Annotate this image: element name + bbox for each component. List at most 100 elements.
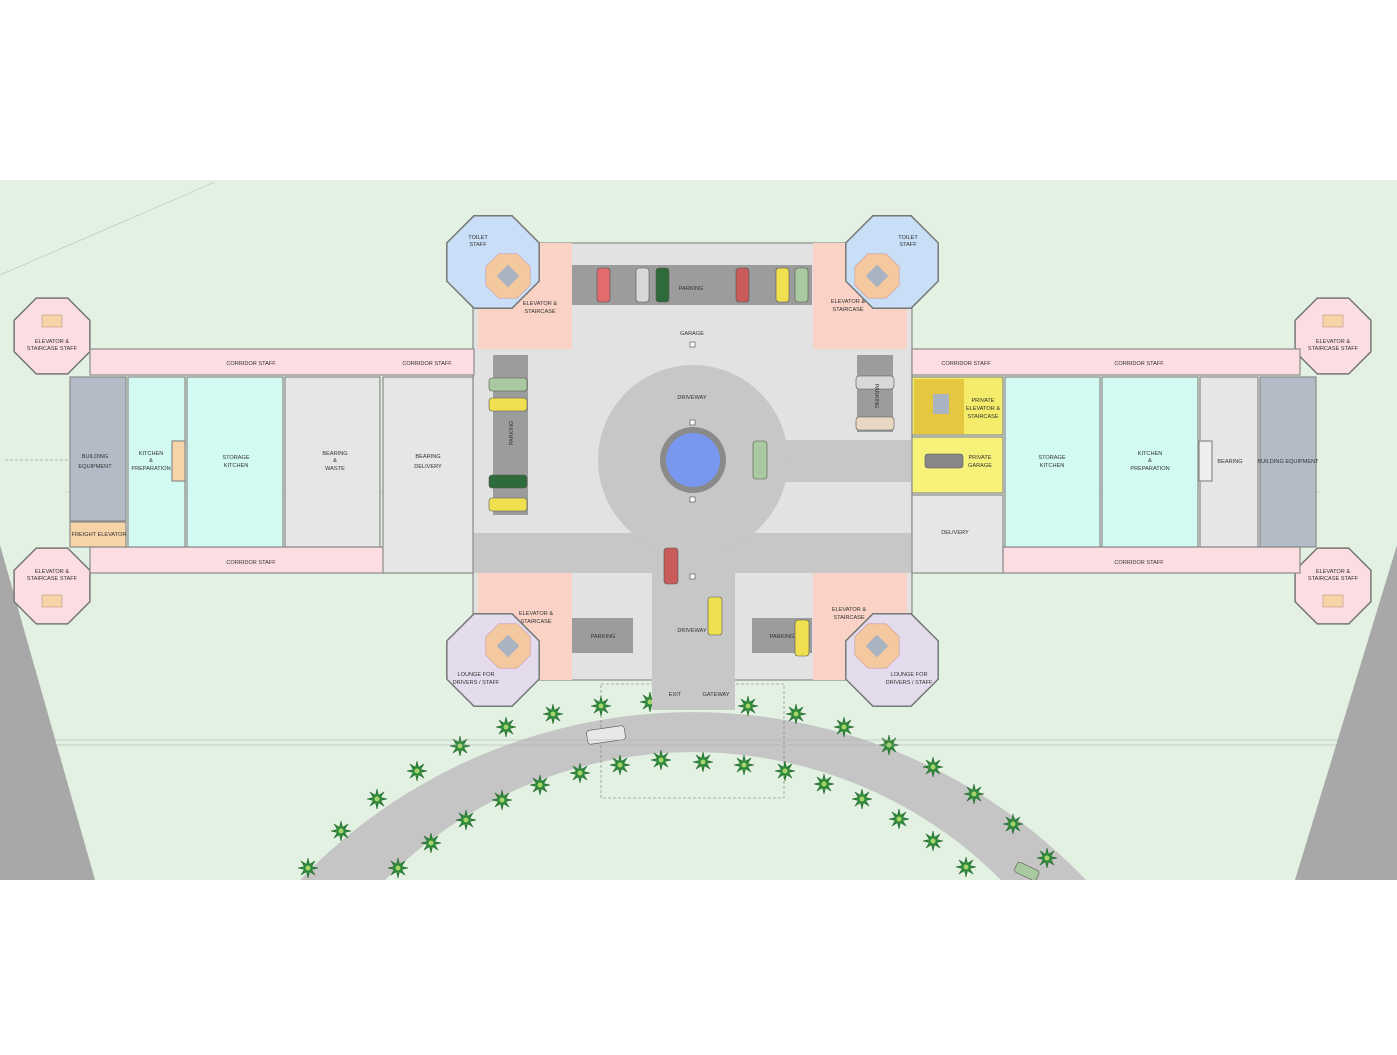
car-icon xyxy=(635,267,650,303)
label: DELIVERY xyxy=(941,530,969,536)
label: DRIVEWAY xyxy=(677,628,706,634)
tree-center xyxy=(782,768,788,774)
label: CORRIDOR STAFF xyxy=(1114,560,1164,566)
label: DRIVERS / STAFF xyxy=(886,680,933,686)
label: WASTE xyxy=(325,466,345,472)
tree-center xyxy=(428,840,434,846)
label: ELEVATOR & xyxy=(1316,569,1350,575)
label: ELEVATOR & xyxy=(831,299,865,305)
label: PREPARATION xyxy=(1130,466,1169,472)
road-vertical xyxy=(652,560,735,710)
tree-center xyxy=(745,703,751,709)
tree-center xyxy=(414,768,420,774)
label: BEARING xyxy=(322,451,347,457)
label: BUILDING EQUIPMENT xyxy=(1257,459,1319,465)
room-building-equipment-right xyxy=(1259,376,1317,548)
tree-center xyxy=(537,782,543,788)
label: BEARING xyxy=(1217,459,1242,465)
label: FREIGHT ELEVATOR xyxy=(72,532,127,538)
label: ELEVATOR & xyxy=(966,406,1000,412)
car-icon xyxy=(663,547,679,585)
tree-center xyxy=(1010,821,1016,827)
tree-center xyxy=(463,817,469,823)
label: DELIVERY xyxy=(414,464,442,470)
label: STAFF xyxy=(899,242,917,248)
car-icon xyxy=(488,397,528,412)
room-kitchen-right xyxy=(1101,376,1199,548)
label: STAFF xyxy=(469,242,487,248)
label: DRIVERS / STAFF xyxy=(453,680,500,686)
car-icon xyxy=(924,453,964,469)
car-icon xyxy=(1014,862,1040,880)
stair-tower xyxy=(1294,547,1372,625)
elevator-icon xyxy=(41,314,63,328)
car-icon xyxy=(488,474,528,489)
tree-center xyxy=(550,711,556,717)
tree-center xyxy=(963,864,969,870)
label: LOUNGE FOR xyxy=(891,672,928,678)
label: BUILDING xyxy=(82,454,108,460)
elevator-shaft-icon xyxy=(865,634,889,658)
tree-center xyxy=(859,796,865,802)
stair-tower xyxy=(13,547,91,625)
car-icon xyxy=(655,267,670,303)
arc-driveway xyxy=(300,712,1086,880)
label: KITCHEN xyxy=(1040,463,1065,469)
label: TOILET xyxy=(898,235,918,241)
elevator-icon xyxy=(1322,594,1344,608)
label: PARKING xyxy=(873,384,879,409)
label: STAIRCASE STAFF xyxy=(27,346,78,352)
label: PARKING xyxy=(679,286,704,292)
parking-bottom-left xyxy=(572,618,633,653)
room-storage-kitchen-right xyxy=(1004,376,1101,548)
label: ELEVATOR & xyxy=(523,301,557,307)
car-icon xyxy=(794,267,809,303)
elevator-shaft-icon xyxy=(865,264,889,288)
corridor-right-top xyxy=(911,348,1301,376)
tree-center xyxy=(896,816,902,822)
label: EXIT xyxy=(669,692,682,698)
tree-center xyxy=(503,724,509,730)
room-storage-kitchen-left xyxy=(186,376,284,548)
label: STAIRCASE STAFF xyxy=(1308,346,1359,352)
label: CORRIDOR STAFF xyxy=(226,560,276,566)
label: PARKING xyxy=(591,634,616,640)
label: GARAGE xyxy=(968,463,992,469)
tree-center xyxy=(930,838,936,844)
car-icon xyxy=(488,377,528,392)
tree-center xyxy=(499,797,505,803)
tree-center xyxy=(741,762,747,768)
elevator-shaft-icon xyxy=(496,264,520,288)
label: PRIVATE xyxy=(971,398,994,404)
elevator-icon xyxy=(1322,314,1344,328)
room-delivery xyxy=(911,494,1004,574)
side-road-right xyxy=(1295,545,1397,880)
label: EQUIPMENT xyxy=(78,464,112,470)
car-icon xyxy=(752,440,768,480)
label: CORRIDOR STAFF xyxy=(1114,361,1164,367)
corridor-left-top xyxy=(89,348,475,376)
room-bearing-waste xyxy=(284,376,381,548)
room-building-equipment-left xyxy=(69,376,127,522)
tree-center xyxy=(658,757,664,763)
tree-center xyxy=(841,724,847,730)
corridor-left-bottom xyxy=(89,546,385,574)
label: ELEVATOR & xyxy=(35,339,69,345)
label: & xyxy=(333,458,337,464)
label: ELEVATOR & xyxy=(519,611,553,617)
label: STAIRCASE xyxy=(524,309,556,315)
elevator-shaft-icon xyxy=(496,634,520,658)
label: GATEWAY xyxy=(703,692,730,698)
label: STORAGE xyxy=(222,455,250,461)
label: STAIRCASE xyxy=(520,619,552,625)
tree-center xyxy=(971,791,977,797)
tree-center xyxy=(577,770,583,776)
tree-center xyxy=(374,796,380,802)
label: CORRIDOR STAFF xyxy=(226,361,276,367)
label: STORAGE xyxy=(1038,455,1066,461)
label: ELEVATOR & xyxy=(35,569,69,575)
label: STAIRCASE STAFF xyxy=(27,576,78,582)
tree-center xyxy=(821,781,827,787)
tree-center xyxy=(793,711,799,717)
stair-tower xyxy=(13,297,91,375)
